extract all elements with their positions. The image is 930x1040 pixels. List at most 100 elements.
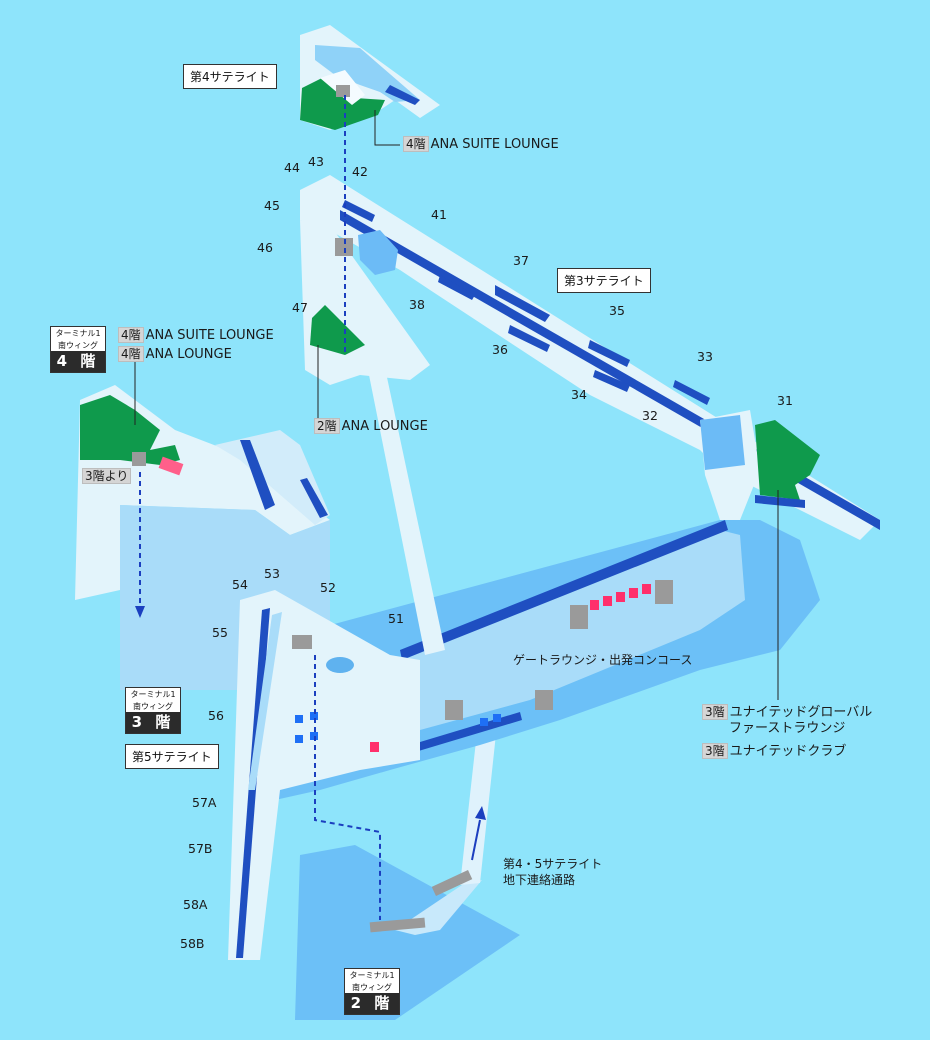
gate-56: 56	[208, 708, 224, 723]
left-4f-pier	[215, 430, 330, 525]
gate-53: 53	[264, 566, 280, 581]
satellite-4-label: 第4サテライト	[183, 64, 277, 89]
floor-tag: 2階	[314, 418, 340, 434]
sat5-pier	[228, 590, 420, 960]
dashed-sat5-to-2f	[314, 655, 381, 920]
sat-42-blue	[358, 230, 398, 275]
concourse-top-wall	[400, 520, 728, 660]
floor-tag: 4階	[118, 327, 144, 343]
left-4f-wall2	[300, 478, 328, 518]
gate-44: 44	[284, 160, 300, 175]
left-4f-wall	[240, 440, 275, 510]
badge-wing: 南ウィング	[58, 341, 98, 350]
sat-47-green	[310, 305, 365, 355]
tunnel-arrow-shaft	[471, 819, 481, 861]
gate-32: 32	[642, 408, 658, 423]
stairs	[132, 85, 673, 933]
gate-wall-36	[508, 325, 550, 352]
gate-43: 43	[308, 154, 324, 169]
lounge-name: ANA LOUNGE	[145, 347, 232, 362]
floor-tag: 3階	[702, 704, 728, 720]
badge-wing: 南ウィング	[352, 983, 392, 992]
badge-floor: 3 階	[126, 712, 180, 733]
gate-34: 34	[571, 387, 587, 402]
gate-57b: 57B	[188, 841, 213, 856]
tunnel-line1: 第4・5サテライト	[503, 857, 603, 871]
floor-badge-2f: ターミナル1 南ウィング 2 階	[344, 968, 400, 1015]
left-4f-arrow-head	[135, 606, 145, 618]
gate-wall-34	[593, 370, 630, 392]
badge-floor: 4 階	[51, 351, 105, 372]
lounge-name: ANA SUITE LOUNGE	[145, 328, 274, 343]
badge-terminal: ターミナル1	[349, 971, 395, 980]
gate-wall-41	[342, 200, 375, 222]
gate-31: 31	[777, 393, 793, 408]
gate-36: 36	[492, 342, 508, 357]
ua-lounge-labels: 3階ユナイテッドグローバル ファーストラウンジ 3階ユナイテッドクラブ	[702, 704, 872, 760]
gate-wall-38	[438, 275, 475, 300]
sat47-link	[368, 368, 445, 655]
gate-46: 46	[257, 240, 273, 255]
lounge-name: ユナイテッドグローバル	[729, 705, 873, 720]
lounge-row: 3階ユナイテッドグローバル	[702, 704, 872, 721]
gate-wall-37	[495, 285, 550, 322]
satellite-3-label: 第3サテライト	[557, 268, 651, 293]
tunnel-arrow-head	[475, 806, 486, 820]
lounge-name: ユナイテッドクラブ	[729, 744, 847, 759]
gate-55: 55	[212, 625, 228, 640]
gate-45: 45	[264, 198, 280, 213]
leader-sat4-lounge	[374, 110, 400, 146]
floor-badge-3f: ターミナル1 南ウィング 3 階	[125, 687, 181, 734]
ua-lounge-green	[755, 420, 820, 500]
gate-38: 38	[409, 297, 425, 312]
gate-54: 54	[232, 577, 248, 592]
badge-terminal: ターミナル1	[130, 690, 176, 699]
sat4-green	[300, 78, 385, 130]
floor-tag: 3階	[702, 743, 728, 759]
gate-33: 33	[697, 349, 713, 364]
tunnel-line2: 地下連絡通路	[503, 873, 576, 887]
gate-51: 51	[388, 611, 404, 626]
gate-wall-33	[673, 380, 710, 405]
gate-47: 47	[292, 300, 308, 315]
lounge-row: 3階ユナイテッドクラブ	[702, 743, 872, 760]
from-3f-label: 3階より	[82, 468, 133, 484]
gate-35: 35	[609, 303, 625, 318]
badge-wing: 南ウィング	[133, 702, 173, 711]
floor-tag: 4階	[403, 136, 429, 152]
left-4f-pink-block	[158, 456, 184, 476]
concourse-label: ゲートラウンジ・出発コンコース	[513, 653, 693, 667]
lounge-name: ANA LOUNGE	[341, 419, 428, 434]
gate-37: 37	[513, 253, 529, 268]
gate-58a: 58A	[183, 897, 208, 912]
badge-floor: 2 階	[345, 993, 399, 1014]
concourse-walkway	[380, 530, 745, 740]
lounge-name-line2: ファーストラウンジ	[729, 721, 846, 736]
gate-wall-35	[588, 340, 630, 367]
tunnel-label: 第4・5サテライト 地下連絡通路	[503, 856, 602, 888]
sat5-pier-edge	[248, 612, 282, 790]
satellite-5-label: 第5サテライト	[125, 744, 219, 769]
gate-41: 41	[431, 207, 447, 222]
ua-lounge-wall	[755, 495, 805, 508]
sat4-wall	[385, 85, 420, 105]
gate-42: 42	[352, 164, 368, 179]
gate-57a: 57A	[192, 795, 217, 810]
round-kiosk	[326, 657, 354, 673]
lounge-name: ANA SUITE LOUNGE	[430, 137, 559, 152]
left-4f-lounge-green	[80, 395, 180, 465]
pink-kiosks	[370, 584, 651, 752]
floor-tag: 4階	[118, 346, 144, 362]
from-3f-tag: 3階より	[82, 468, 132, 484]
sat3-link-blue	[700, 415, 745, 470]
gate-52: 52	[320, 580, 336, 595]
floor-badge-4f: ターミナル1 南ウィング 4 階	[50, 326, 106, 373]
gate-58b: 58B	[180, 936, 205, 951]
